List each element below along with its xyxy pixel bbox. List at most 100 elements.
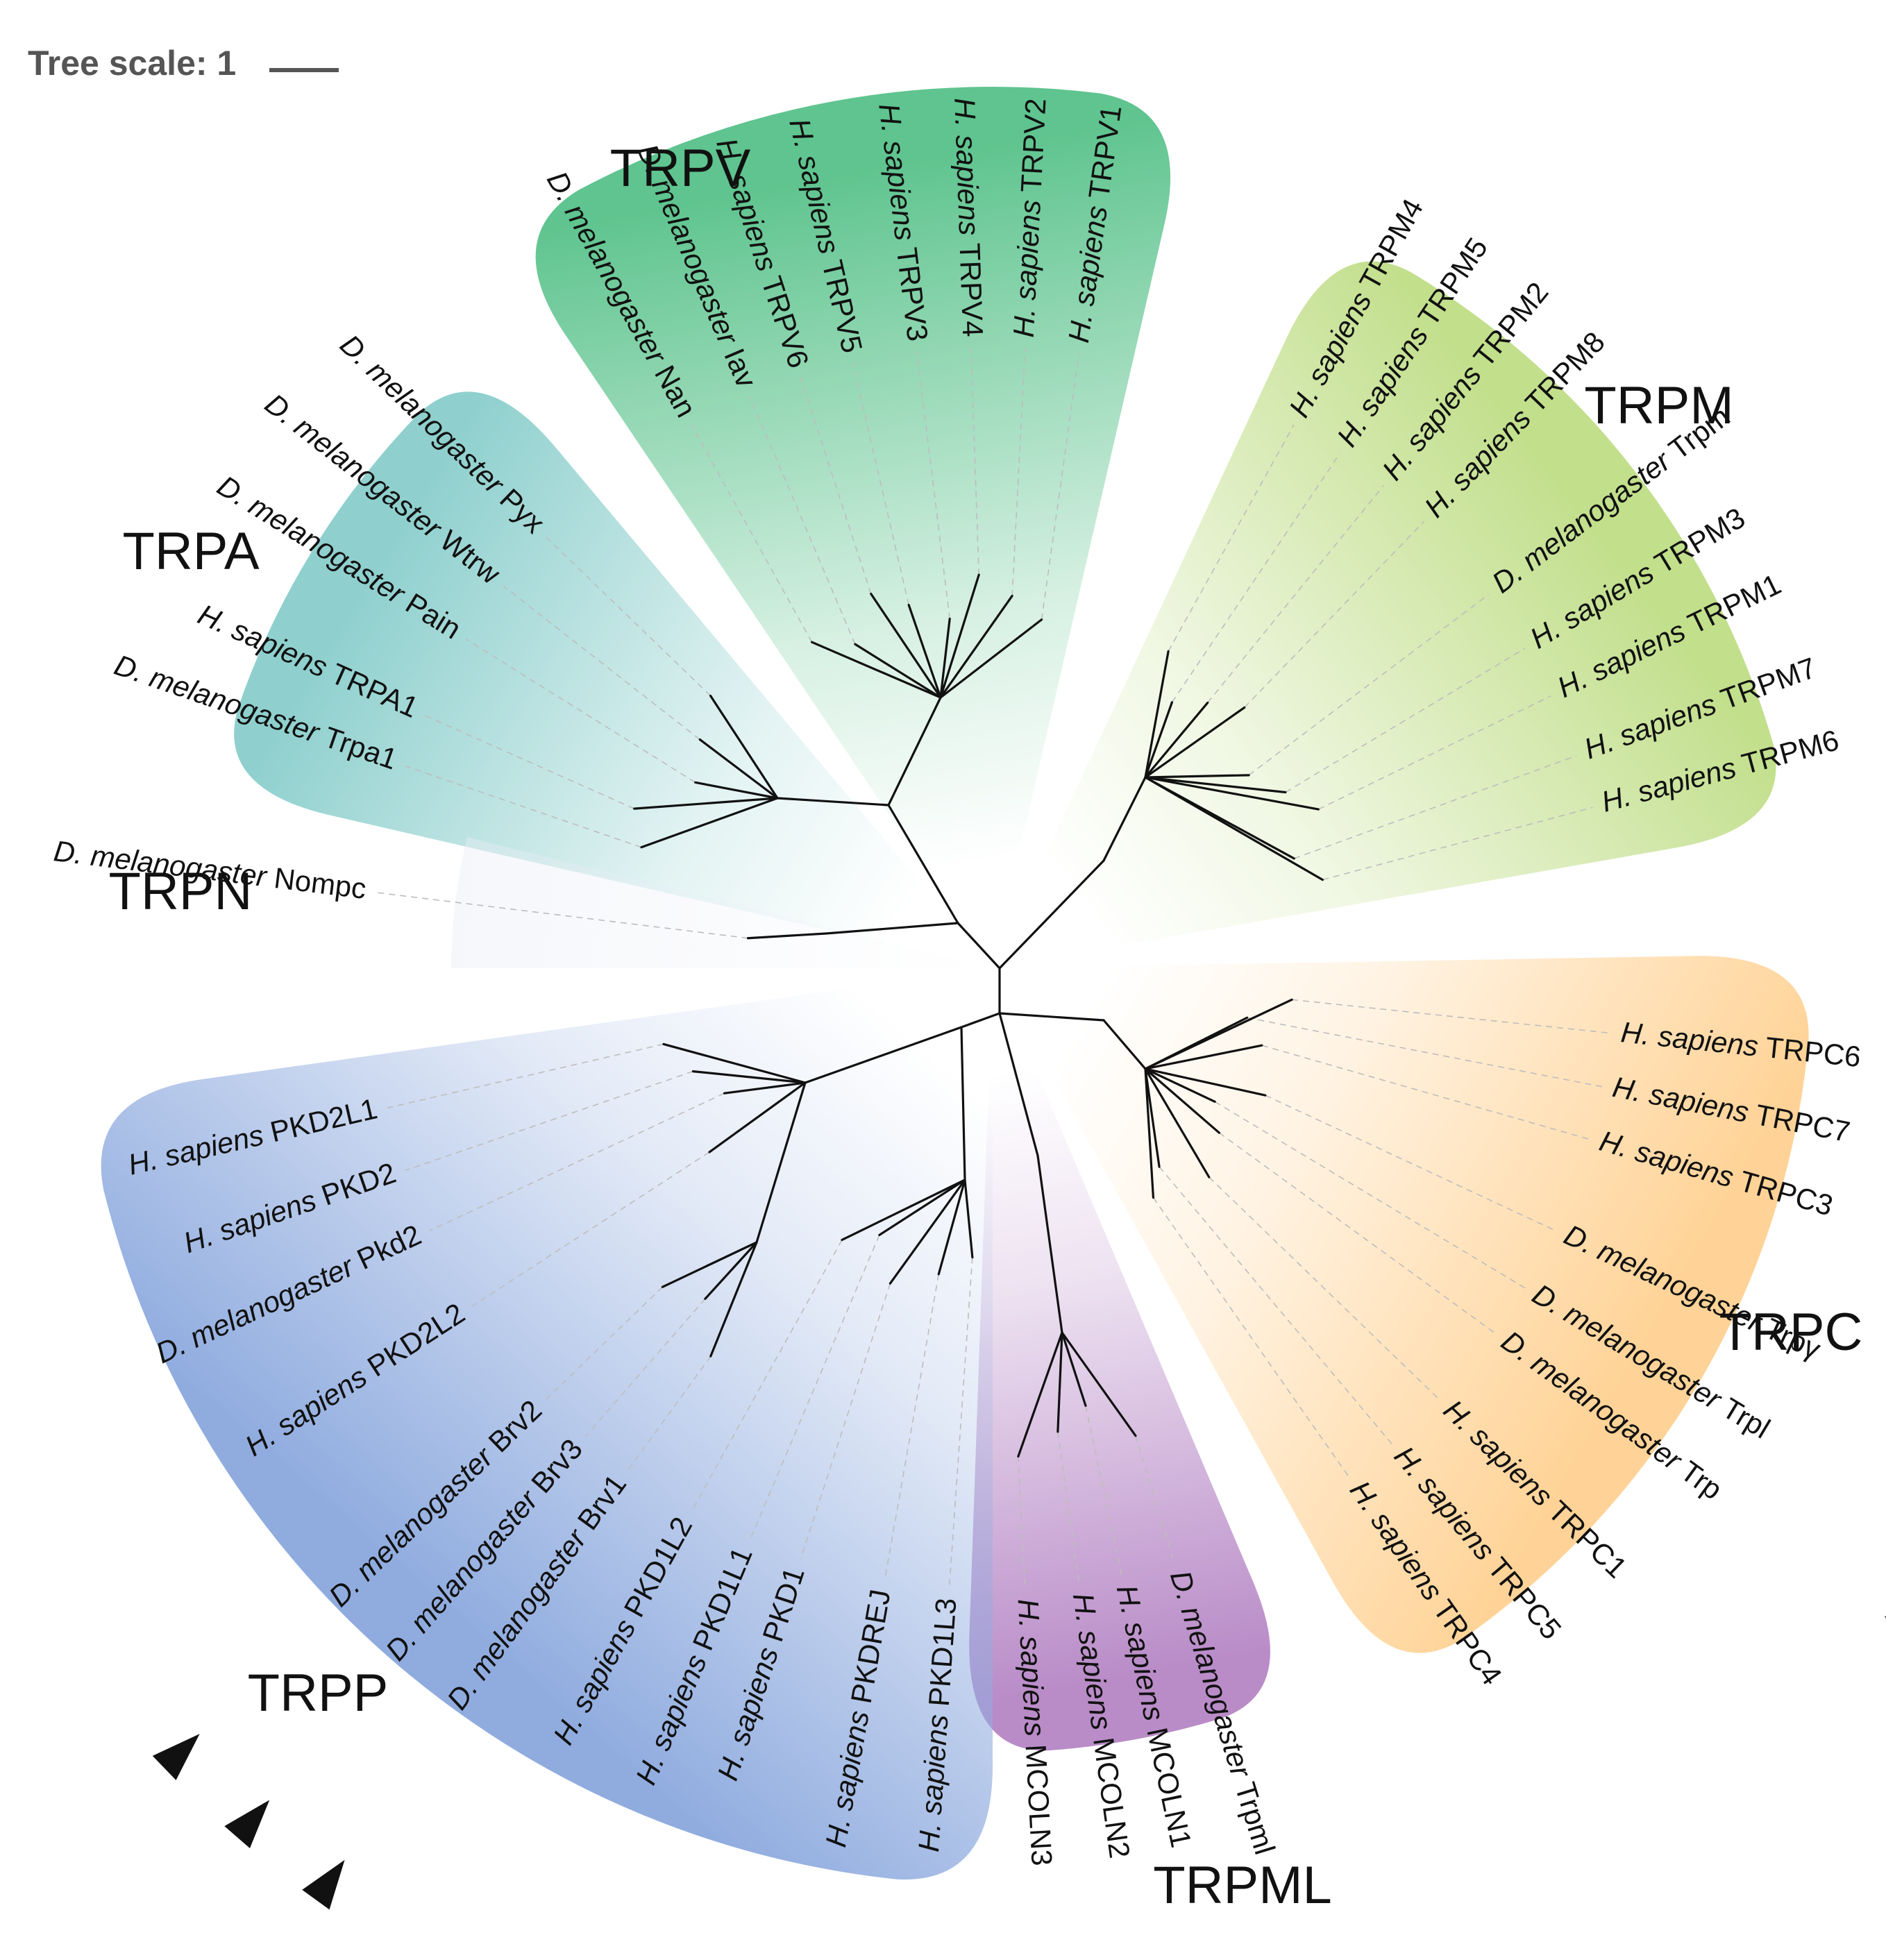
leaf-guide-pkdrej bbox=[884, 1274, 940, 1580]
leaf-branch-pain bbox=[694, 781, 779, 800]
leaf-branch-trpm4 bbox=[1144, 650, 1170, 779]
branch-trpv bbox=[887, 696, 942, 806]
leaf-branch-trpc4 bbox=[1144, 1067, 1155, 1199]
leaf-guide-pkd1 bbox=[800, 1283, 891, 1560]
family-label-trpm: TRPM bbox=[1584, 376, 1733, 435]
leaf-guide-pyx bbox=[545, 536, 712, 697]
leaf-branch-pkd1l1 bbox=[878, 1178, 966, 1237]
leaf-branch-mcoln3 bbox=[1017, 1331, 1063, 1458]
leaf-gene: MCOLN3 bbox=[1019, 1736, 1059, 1867]
leaf-guide-wtrw bbox=[503, 585, 700, 741]
leaf-guide-trpc7 bbox=[1247, 1017, 1603, 1088]
highlight-arrows bbox=[152, 1616, 1886, 1910]
leaf-branch-pkd1l2 bbox=[841, 1178, 966, 1242]
leaf-guide-trpa1 bbox=[405, 765, 642, 848]
leaf-branch-trpm8 bbox=[1144, 706, 1246, 779]
leaf-branch-iav bbox=[854, 643, 942, 699]
leaf-gene: Trpml bbox=[1227, 1771, 1281, 1858]
branch-pkd2 bbox=[804, 1026, 963, 1084]
leaf-branch-trpv5 bbox=[907, 604, 942, 699]
branch-trpm-inner bbox=[1102, 776, 1147, 862]
leaf-guide-trpm bbox=[1248, 593, 1490, 776]
leaf-guide-trpc4 bbox=[1152, 1197, 1350, 1478]
leaf-branch-trpc5 bbox=[1144, 1067, 1161, 1168]
highlight-arrow-brv2 bbox=[152, 1734, 200, 1780]
leaf-guide-nan bbox=[691, 424, 813, 643]
family-label-trpp: TRPP bbox=[248, 1664, 389, 1723]
leaf-gene: MCOLN2 bbox=[1086, 1727, 1136, 1860]
leaf-guide-iav bbox=[749, 396, 856, 645]
leaf-species: H. sapiens bbox=[1012, 1598, 1052, 1737]
leaf-guide-brv1 bbox=[627, 1355, 712, 1471]
leaf-species: H. sapiens bbox=[948, 97, 986, 236]
highlight-arrow-brv3 bbox=[224, 1800, 270, 1848]
leaf-branch-trpc7 bbox=[1144, 1016, 1249, 1070]
leaf-label: H. sapiens TRPV2 bbox=[1007, 98, 1052, 339]
leaf-branch-trpm3 bbox=[1144, 776, 1287, 794]
highlight-arrow-trp bbox=[1884, 1616, 1886, 1619]
leaf-branch-nompc bbox=[746, 932, 827, 940]
leaf-guide-pkd2l2 bbox=[471, 1151, 710, 1308]
leaf-guide-trpc5 bbox=[1159, 1166, 1392, 1445]
leaf-branch-brv2 bbox=[661, 1241, 758, 1288]
leaf-branch-trpa1 bbox=[640, 797, 779, 849]
family-label-trpc: TRPC bbox=[1719, 1303, 1863, 1362]
leaf-guide-trpm2 bbox=[1207, 484, 1384, 704]
highlight-arrow-brv1 bbox=[302, 1859, 345, 1910]
leaf-guide-brv2 bbox=[545, 1286, 663, 1401]
family-label-trpa: TRPA bbox=[122, 522, 259, 581]
branch-brv bbox=[755, 1081, 807, 1244]
branch-trpc bbox=[998, 1012, 1105, 1022]
leaf-branch-pkd2l1 bbox=[662, 1042, 807, 1084]
leaf-branch-trpc1 bbox=[1144, 1067, 1211, 1178]
leaf-guide-trpm1 bbox=[1317, 695, 1551, 810]
leaf-branch-trpv3 bbox=[939, 618, 951, 699]
branch-root-upper bbox=[957, 922, 1001, 970]
leaf-guide-trpm3 bbox=[1285, 648, 1526, 793]
leaf-guide-trpγ bbox=[1265, 1095, 1556, 1231]
leaf-guide-trpm4 bbox=[1168, 424, 1295, 652]
branch-trpp-stem bbox=[960, 1012, 1001, 1029]
branch-trpc-inner bbox=[1102, 1019, 1147, 1070]
branch-trpml-stem bbox=[998, 1012, 1039, 1157]
leaf-branch-mcoln1 bbox=[1061, 1331, 1087, 1407]
leaf-guide-trpa1 bbox=[425, 715, 635, 809]
clade-background-trpm bbox=[993, 261, 1776, 968]
leaf-branch-trpv1 bbox=[939, 618, 1043, 699]
family-label-trpml: TRPML bbox=[1153, 1856, 1332, 1915]
leaf-guide-trpm7 bbox=[1294, 755, 1577, 859]
leaf-branch-mcoln2 bbox=[1056, 1331, 1063, 1433]
leaf-branch-pkd2l2 bbox=[708, 1081, 807, 1154]
branch-pkd1 bbox=[960, 1026, 966, 1181]
leaf-label: H. sapiens TRPV4 bbox=[948, 97, 989, 337]
tree-scale-label: Tree scale: 1 bbox=[28, 44, 236, 83]
leaf-guide-trp bbox=[1218, 1132, 1496, 1334]
leaf-guide-trpv2 bbox=[1011, 348, 1026, 596]
leaf-branch-brv3 bbox=[704, 1241, 758, 1300]
leaf-branch-trpγ bbox=[1144, 1067, 1267, 1097]
branch-trpa bbox=[776, 797, 890, 806]
tree-scale: Tree scale: 1 bbox=[28, 44, 339, 83]
clade-backgrounds bbox=[101, 86, 1809, 1880]
leaf-guide-trpl bbox=[1214, 1101, 1526, 1289]
leaf-gene: Nompc bbox=[264, 861, 368, 905]
leaf-guide-trpv1 bbox=[1041, 353, 1080, 620]
branch-trpml bbox=[1036, 1154, 1063, 1334]
clade-background-trpc bbox=[993, 956, 1809, 1653]
leaf-branch-brv1 bbox=[709, 1241, 758, 1358]
leaf-branch-pkd1 bbox=[889, 1178, 966, 1285]
leaf-branch-trpc3 bbox=[1144, 1044, 1263, 1070]
leaf-gene: TRPV2 bbox=[1014, 98, 1052, 201]
leaf-guide-trpc6 bbox=[1292, 999, 1611, 1034]
leaf-branch-pkd2 bbox=[723, 1081, 807, 1095]
leaf-label: H. sapiens MCOLN3 bbox=[1012, 1598, 1059, 1866]
leaf-guide-mcoln2 bbox=[1057, 1431, 1080, 1584]
tree-branches bbox=[633, 573, 1324, 1458]
leaf-gene: TRPV4 bbox=[953, 235, 989, 337]
leaf-branch-trpa1 bbox=[633, 797, 779, 810]
leaf-guide-trpm5 bbox=[1171, 453, 1341, 703]
branch-root-trpm bbox=[998, 859, 1105, 970]
family-label-trpv: TRPV bbox=[610, 139, 751, 198]
